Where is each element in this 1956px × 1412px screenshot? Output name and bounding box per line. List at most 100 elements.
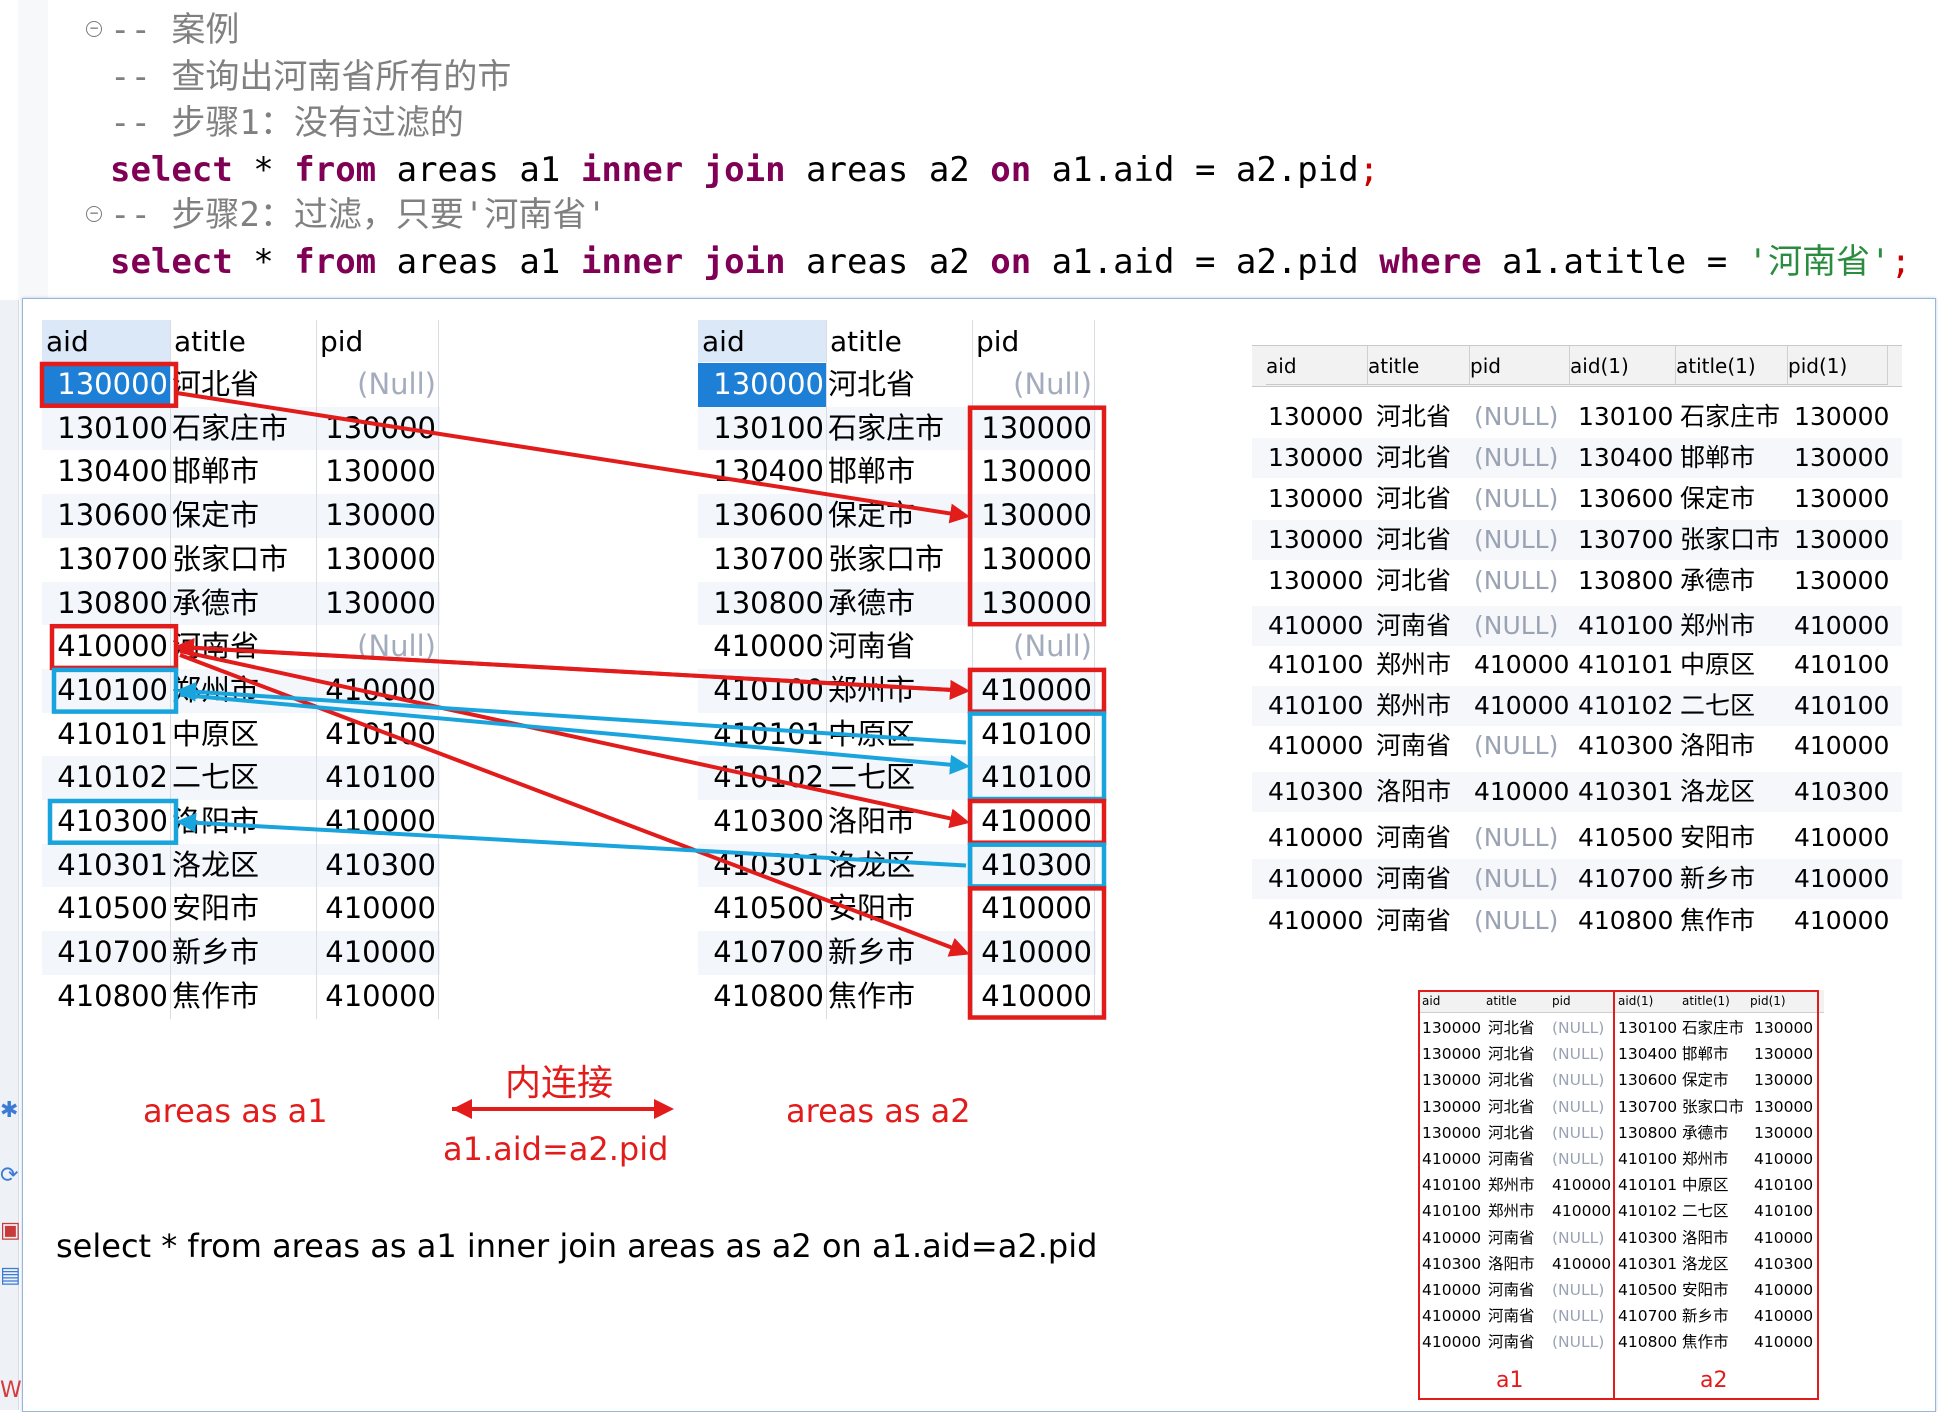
result-cell[interactable]: (NULL) [1474,566,1559,595]
small-result-cell[interactable]: 410000 [1422,1150,1482,1168]
aid-cell[interactable]: 130700 [57,541,168,576]
result-column-header[interactable]: aid [1266,345,1368,385]
result-cell[interactable]: 410102 [1578,691,1674,720]
small-result-cell[interactable]: (NULL) [1552,1045,1605,1064]
result-cell[interactable]: 410000 [1794,864,1890,893]
small-result-column-header[interactable]: atitle [1486,990,1552,1013]
result-cell[interactable]: 130000 [1794,402,1890,431]
atitle-cell[interactable]: 焦作市 [172,978,260,1013]
aid-cell[interactable]: 410800 [713,978,824,1013]
refresh-icon[interactable]: ⟳ [0,1163,19,1188]
small-result-cell[interactable]: 410800 [1618,1333,1678,1352]
small-result-cell[interactable]: 新乡市 [1682,1307,1729,1326]
pid-cell[interactable]: 130000 [981,585,1092,620]
small-result-cell[interactable]: 410301 [1618,1254,1678,1273]
result-cell[interactable]: 新乡市 [1680,864,1756,893]
aid-cell[interactable]: 130100 [713,410,824,445]
result-cell[interactable]: 410000 [1474,691,1570,720]
result-cell[interactable]: 130800 [1578,566,1674,595]
atitle-cell[interactable]: 洛龙区 [172,847,260,882]
small-result-cell[interactable]: 410000 [1422,1333,1482,1352]
pid-cell[interactable]: 410000 [981,978,1092,1013]
atitle-cell[interactable]: 郑州市 [828,672,916,707]
small-result-cell[interactable]: 邯郸市 [1682,1045,1729,1064]
column-header-pid[interactable]: pid [320,325,364,358]
pid-cell[interactable]: (Null) [1013,629,1092,664]
result-cell[interactable]: 410800 [1578,906,1674,935]
pid-cell[interactable]: 410000 [325,978,436,1013]
small-result-cell[interactable]: 410000 [1552,1254,1612,1273]
result-cell[interactable]: 二七区 [1680,691,1756,720]
aid-cell[interactable]: 410300 [713,804,824,838]
atitle-cell[interactable]: 河南省 [828,629,916,664]
small-result-cell[interactable]: 410100 [1754,1176,1814,1195]
small-result-cell[interactable]: (NULL) [1552,1123,1605,1142]
result-cell[interactable]: 410100 [1578,611,1674,640]
result-cell[interactable]: (NULL) [1474,864,1559,893]
result-column-header[interactable]: atitle [1368,345,1470,385]
result-cell[interactable]: 410300 [1578,731,1674,760]
small-result-column-header[interactable]: pid [1552,990,1618,1013]
small-result-cell[interactable]: 410100 [1618,1150,1678,1168]
aid-cell[interactable]: 130400 [713,454,824,489]
aid-cell[interactable]: 410800 [57,978,168,1013]
result-cell[interactable]: 130600 [1578,484,1674,513]
small-result-column-header[interactable]: aid [1422,990,1486,1013]
result-cell[interactable]: 410301 [1578,777,1674,806]
aid-cell[interactable]: 130700 [713,541,824,576]
result-cell[interactable]: 410000 [1268,611,1364,640]
pid-cell[interactable]: 410000 [325,891,436,926]
result-cell[interactable]: 130000 [1794,525,1890,554]
small-result-cell[interactable]: 410101 [1618,1176,1678,1195]
aid-cell[interactable]: 130800 [57,585,168,620]
atitle-cell[interactable]: 二七区 [828,760,916,795]
code-line-4[interactable]: select * from areas a1 inner join areas … [110,148,1379,192]
result-cell[interactable]: 410000 [1474,777,1570,806]
small-result-cell[interactable]: 130000 [1754,1097,1814,1116]
result-cell[interactable]: (NULL) [1474,823,1559,852]
pid-cell[interactable]: 410300 [325,847,436,882]
aid-cell[interactable]: 410700 [713,935,824,970]
result-cell[interactable]: 410000 [1794,611,1890,640]
pid-cell[interactable]: 410100 [325,760,436,795]
result-cell[interactable]: 洛阳市 [1680,731,1756,760]
small-result-cell[interactable]: 130400 [1618,1045,1678,1064]
pid-cell[interactable]: 130000 [325,498,436,533]
result-cell[interactable]: 410700 [1578,864,1674,893]
small-result-cell[interactable]: 410000 [1754,1307,1814,1326]
result-cell[interactable]: 130000 [1268,402,1364,431]
result-cell[interactable]: 河南省 [1376,864,1452,893]
result-cell[interactable]: 410000 [1268,823,1364,852]
small-result-cell[interactable]: 410000 [1422,1228,1482,1247]
small-result-cell[interactable]: 410500 [1618,1281,1678,1299]
small-result-cell[interactable]: 130000 [1754,1019,1814,1037]
pid-cell[interactable]: 130000 [981,454,1092,489]
small-result-cell[interactable]: 河北省 [1488,1097,1535,1116]
result-cell[interactable]: 410000 [1268,906,1364,935]
atitle-cell[interactable]: 洛龙区 [828,847,916,882]
column-header-aid[interactable]: aid [698,320,826,362]
result-cell[interactable]: 410300 [1794,777,1890,806]
small-result-cell[interactable]: 郑州市 [1682,1150,1729,1168]
result-cell[interactable]: 130000 [1268,525,1364,554]
small-result-cell[interactable]: 410300 [1618,1228,1678,1247]
atitle-cell[interactable]: 承德市 [172,585,260,620]
